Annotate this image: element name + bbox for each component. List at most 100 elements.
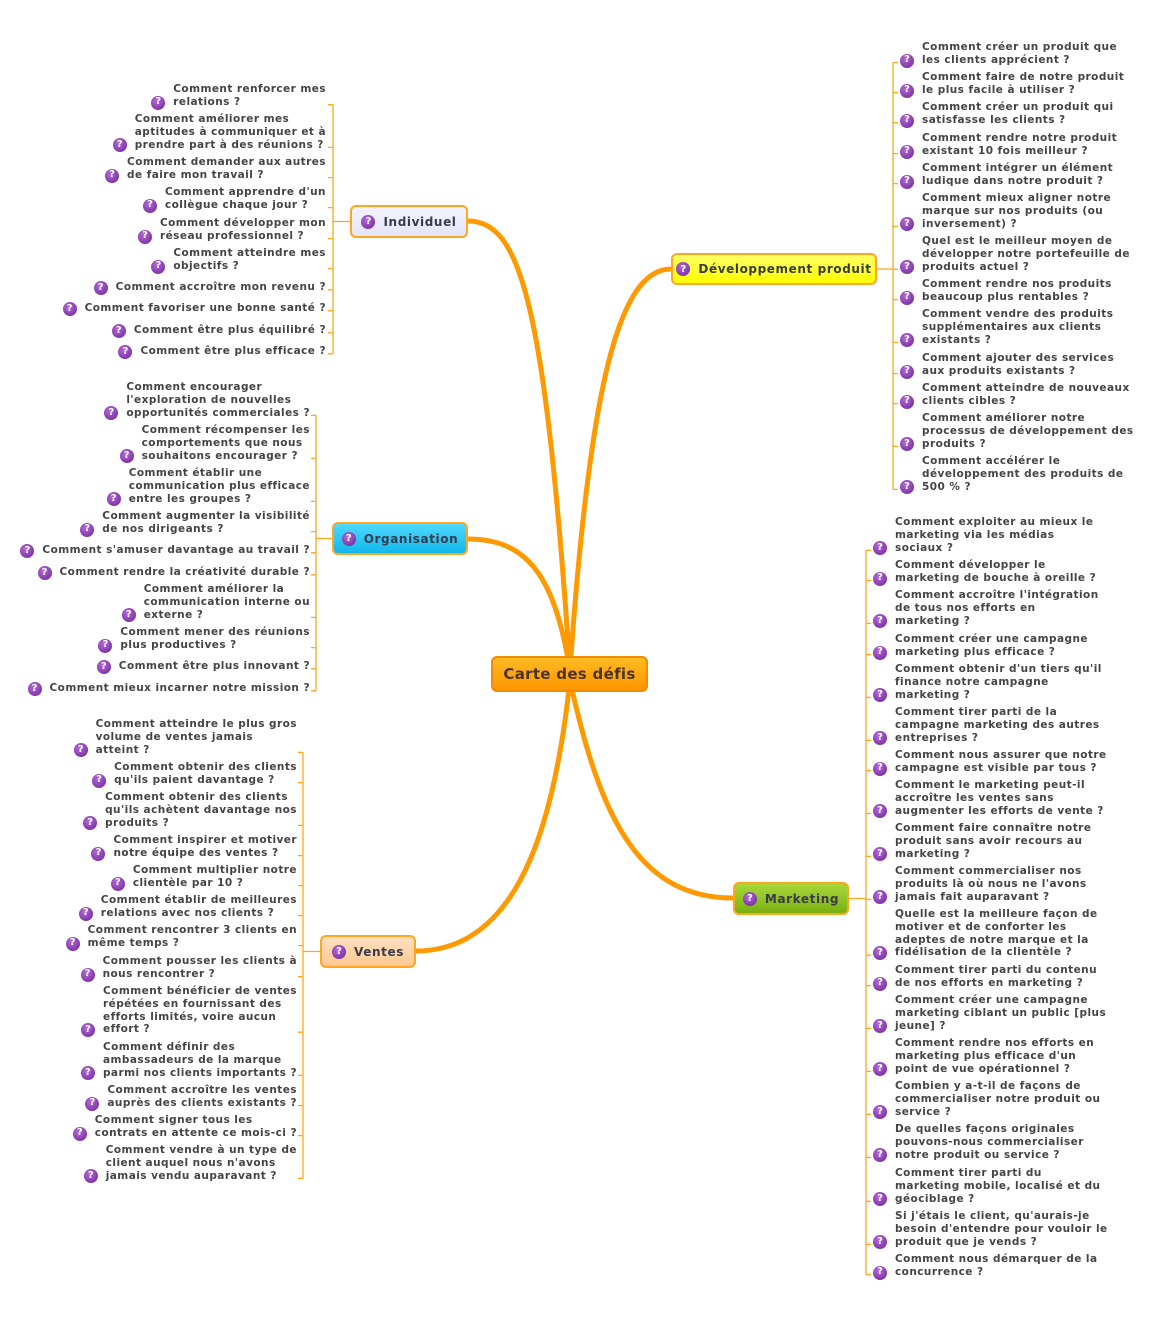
topic-item[interactable]: ?Comment rencontrer 3 clients en même te…	[65, 924, 297, 951]
topic-text: Comment renforcer mes relations ?	[173, 83, 326, 108]
topic-item[interactable]: ?Comment nous assurer que notre campagne…	[873, 749, 1107, 776]
question-icon: ?	[873, 645, 887, 660]
question-icon: ?	[900, 290, 914, 305]
topic-text: Comment améliorer notre processus de dév…	[922, 412, 1134, 450]
bracket-developpement	[877, 61, 898, 491]
topic-text: Comment exploiter au mieux le marketing …	[895, 516, 1094, 554]
topic-text: Quelle est la meilleure façon de motiver…	[895, 908, 1098, 959]
question-icon: ?	[341, 531, 356, 546]
topic-text: Comment faire de notre produit le plus f…	[922, 71, 1125, 96]
question-icon: ?	[361, 214, 376, 229]
topic-item[interactable]: ?Comment commercialiser nos produits là …	[873, 865, 1087, 905]
topic-item[interactable]: ?Comment apprendre d'un collègue chaque …	[142, 186, 326, 213]
topic-item[interactable]: ?Comment multiplier notre clientèle par …	[110, 864, 297, 891]
topic-item[interactable]: ?Comment améliorer mes aptitudes à commu…	[112, 113, 326, 153]
topic-item[interactable]: ?Comment renforcer mes relations ?	[151, 83, 326, 110]
topic-item[interactable]: ?Comment vendre des produits supplémenta…	[900, 308, 1113, 348]
topic-item[interactable]: ?Comment tirer parti du marketing mobile…	[873, 1167, 1100, 1207]
topic-item[interactable]: ?Comment faire connaître notre produit s…	[873, 822, 1091, 862]
topic-item[interactable]: ?Comment atteindre de nouveaux clients c…	[900, 382, 1130, 409]
topic-item[interactable]: ?Quelle est la meilleure façon de motive…	[873, 908, 1098, 961]
branch-node-marketing[interactable]: ?Marketing	[733, 882, 849, 915]
topic-item[interactable]: ?Comment créer une campagne marketing ci…	[873, 994, 1106, 1034]
topic-item[interactable]: ?Comment mener des réunions plus product…	[98, 626, 310, 653]
topic-item[interactable]: ?Combien y a-t-il de façons de commercia…	[873, 1080, 1100, 1120]
branch-node-developpement[interactable]: ?Développement produit	[671, 253, 877, 285]
question-icon: ?	[80, 522, 95, 537]
question-icon: ?	[92, 773, 107, 788]
topic-item[interactable]: ?Comment établir de meilleures relations…	[78, 894, 297, 921]
topic-item[interactable]: ?Si j'étais le client, qu'aurais-je beso…	[873, 1210, 1108, 1250]
topic-item[interactable]: ?Comment obtenir des clients qu'ils achè…	[83, 791, 297, 831]
topic-item[interactable]: ?Comment encourager l'exploration de nou…	[104, 381, 310, 421]
topic-item[interactable]: ?Comment tirer parti de la campagne mark…	[873, 706, 1100, 746]
topic-item[interactable]: ?Comment bénéficier de ventes répétées e…	[81, 985, 297, 1038]
topic-item[interactable]: ?Comment pousser les clients à nous renc…	[80, 955, 297, 982]
question-icon: ?	[900, 53, 914, 68]
question-icon: ?	[900, 364, 914, 379]
topic-item[interactable]: ?Comment améliorer la communication inte…	[121, 583, 310, 623]
topic-item[interactable]: ?Comment obtenir d'un tiers qu'il financ…	[873, 663, 1102, 703]
topic-item[interactable]: ?Comment améliorer notre processus de dé…	[900, 412, 1134, 452]
topic-item[interactable]: ?Comment développer mon réseau professio…	[137, 217, 326, 244]
topic-item[interactable]: ?Comment atteindre mes objectifs ?	[151, 247, 326, 274]
topic-text: Comment être plus innovant ?	[118, 660, 310, 673]
branch-node-individuel[interactable]: ?Individuel	[350, 205, 468, 238]
topic-item[interactable]: ?Comment rendre la créativité durable ?	[37, 566, 310, 580]
bracket-marketing	[849, 549, 871, 1276]
topic-item[interactable]: ?Comment signer tous les contrats en att…	[72, 1114, 297, 1141]
topic-item[interactable]: ?Comment accélérer le développement des …	[900, 455, 1123, 495]
topic-item[interactable]: ?Comment accroître mon revenu ?	[93, 281, 326, 295]
question-icon: ?	[873, 890, 887, 905]
branch-node-ventes[interactable]: ?Ventes	[320, 935, 416, 968]
topic-text: Comment augmenter la visibilité de nos d…	[102, 510, 310, 535]
topic-item[interactable]: ?Comment le marketing peut-il accroître …	[873, 779, 1104, 819]
topic-item[interactable]: ?Comment inspirer et motiver notre équip…	[91, 834, 297, 861]
topic-item[interactable]: ?Comment créer un produit que les client…	[900, 41, 1117, 68]
topic-item[interactable]: ?Comment être plus efficace ?	[118, 345, 326, 359]
topic-text: Comment rencontrer 3 clients en même tem…	[87, 924, 297, 949]
topic-item[interactable]: ?Comment définir des ambassadeurs de la …	[80, 1041, 297, 1081]
topic-item[interactable]: ?Comment rendre nos produits beaucoup pl…	[900, 278, 1112, 305]
topic-item[interactable]: ?Comment favoriser une bonne santé ?	[62, 302, 326, 316]
topic-item[interactable]: ?Comment être plus innovant ?	[96, 660, 310, 674]
topic-item[interactable]: ?Comment établir une communication plus …	[106, 467, 310, 507]
topic-item[interactable]: ?Quel est le meilleur moyen de développe…	[900, 235, 1130, 275]
question-icon: ?	[873, 847, 887, 862]
topic-item[interactable]: ?Comment vendre à un type de client auqu…	[83, 1144, 297, 1184]
topic-item[interactable]: ?Comment mieux aligner notre marque sur …	[900, 192, 1112, 232]
question-icon: ?	[873, 571, 887, 586]
branch-label: Organisation	[363, 531, 459, 546]
topic-text: Si j'étais le client, qu'aurais-je besoi…	[895, 1210, 1108, 1248]
topic-item[interactable]: ?Comment être plus équilibré ?	[111, 324, 326, 338]
topic-item[interactable]: ?Comment récompenser les comportements q…	[119, 424, 310, 464]
topic-text: Comment atteindre mes objectifs ?	[173, 247, 326, 272]
topic-text: Comment bénéficier de ventes répétées en…	[103, 985, 297, 1036]
topic-item[interactable]: ?Comment développer le marketing de bouc…	[873, 559, 1096, 586]
topic-item[interactable]: ?Comment rendre notre produit existant 1…	[900, 132, 1117, 159]
topic-item[interactable]: ?Comment demander aux autres de faire mo…	[105, 156, 326, 183]
question-icon: ?	[873, 1062, 887, 1077]
topic-item[interactable]: ?Comment accroître les ventes auprès des…	[85, 1084, 297, 1111]
topic-item[interactable]: ?Comment atteindre le plus gros volume d…	[73, 718, 297, 758]
branch-node-organisation[interactable]: ? Organisation	[332, 522, 468, 555]
topic-text: Comment demander aux autres de faire mon…	[127, 156, 326, 181]
topic-text: Comment mieux aligner notre marque sur n…	[922, 192, 1112, 230]
topic-item[interactable]: ?Comment créer un produit qui satisfasse…	[900, 101, 1114, 128]
topic-item[interactable]: ?De quelles façons originales pouvons-no…	[873, 1123, 1084, 1163]
topic-item[interactable]: ?Comment intégrer un élément ludique dan…	[900, 162, 1113, 189]
topic-item[interactable]: ?Comment accroître l'intégration de tous…	[873, 589, 1099, 629]
topic-item[interactable]: ?Comment obtenir des clients qu'ils paie…	[92, 761, 297, 788]
topic-item[interactable]: ?Comment exploiter au mieux le marketing…	[873, 516, 1094, 556]
topic-item[interactable]: ?Comment créer une campagne marketing pl…	[873, 633, 1088, 660]
topic-item[interactable]: ? Comment augmenter la visibilité de nos …	[80, 510, 310, 537]
topic-item[interactable]: ?Comment s'amuser davantage au travail ?	[20, 544, 310, 558]
question-icon: ?	[900, 394, 914, 409]
central-node[interactable]: Carte des défis	[491, 656, 648, 692]
topic-item[interactable]: ?Comment tirer parti du contenu de nos e…	[873, 964, 1097, 991]
topic-item[interactable]: ?Comment nous démarquer de la concurrenc…	[873, 1253, 1098, 1280]
topic-item[interactable]: ?Comment faire de notre produit le plus …	[900, 71, 1125, 98]
topic-item[interactable]: ?Comment ajouter des services aux produi…	[900, 352, 1114, 379]
topic-item[interactable]: ?Comment rendre nos efforts en marketing…	[873, 1037, 1094, 1077]
topic-item[interactable]: ?Comment mieux incarner notre mission ?	[27, 682, 310, 696]
